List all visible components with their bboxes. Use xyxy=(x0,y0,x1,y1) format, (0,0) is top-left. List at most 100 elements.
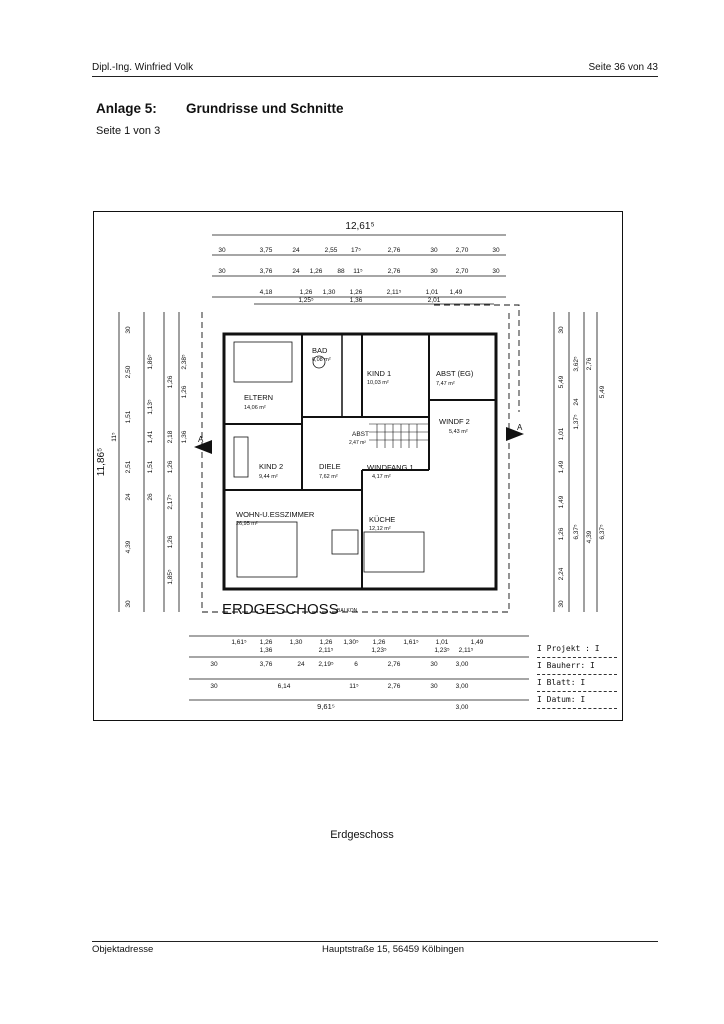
room-area: 10,03 m² xyxy=(367,380,389,386)
dim-label: 1,26 xyxy=(167,460,174,473)
annex-label: Anlage 5: xyxy=(96,101,157,116)
dim-label: 1,85⁵ xyxy=(167,569,174,585)
dim-label: 4,18 xyxy=(260,289,273,296)
floor-plan-svg: 12,61⁵ 11,86⁵ 9,61⁵ 30 3,75 24 2,55 17⁵ … xyxy=(96,221,606,711)
room-area: 26,95 m² xyxy=(236,521,258,527)
dim-label: 4,39 xyxy=(586,530,593,543)
dim-label: 1,26 xyxy=(373,639,386,646)
dim-label: 1,61⁵ xyxy=(231,639,247,646)
dim-label: 1,26 xyxy=(167,535,174,548)
dim-label: 2,76 xyxy=(388,661,401,668)
dim-label: 6,14 xyxy=(278,683,291,690)
page-number: Seite 36 von 43 xyxy=(588,62,659,73)
dim-label: 24 xyxy=(292,268,300,275)
titleblock-projekt: I Projekt : I xyxy=(537,641,617,658)
dim-label: 30 xyxy=(125,600,132,608)
section-marker-right: A xyxy=(517,423,523,432)
dim-label: 1,30 xyxy=(290,639,303,646)
dim-label: 1,01 xyxy=(426,289,439,296)
room-name: KÜCHE xyxy=(369,515,395,524)
room-name: BAD xyxy=(312,346,328,355)
dim-label: 1,41 xyxy=(147,430,154,443)
bottom-width-dim: 9,61⁵ xyxy=(317,702,335,711)
room-area: 5,43 m² xyxy=(449,429,468,435)
dim-label: 1,49 xyxy=(558,460,565,473)
section-title: Anlage 5: Grundrisse und Schnitte xyxy=(96,101,344,116)
dim-label: 1,49 xyxy=(558,495,565,508)
dim-label: 30 xyxy=(492,268,500,275)
dim-label: 2,11⁵ xyxy=(459,647,474,654)
dim-label: 3,00 xyxy=(456,704,469,711)
dim-label: 3,76 xyxy=(260,661,273,668)
dim-label: 30 xyxy=(558,600,565,608)
dim-label: 30 xyxy=(492,247,500,254)
dim-label: 6,37⁵ xyxy=(599,524,606,540)
overall-height-dim: 11,86⁵ xyxy=(96,448,107,476)
room-area: 6,08 m² xyxy=(312,357,331,363)
dim-label: 2,18 xyxy=(167,430,174,443)
room-name: ELTERN xyxy=(244,393,273,402)
page-header: Dipl.-Ing. Winfried Volk Seite 36 von 43 xyxy=(92,62,658,76)
dim-label: 2,38⁵ xyxy=(181,354,188,370)
dim-label: 30 xyxy=(430,268,438,275)
overall-width-dim: 12,61⁵ xyxy=(345,221,374,232)
dim-label: 30 xyxy=(430,683,438,690)
dim-label: 24 xyxy=(125,493,132,501)
dim-label: 2,76 xyxy=(388,247,401,254)
subpage-label: Seite 1 von 3 xyxy=(96,125,161,137)
dim-label: 1,51 xyxy=(125,410,132,423)
dim-label: 2,11⁵ xyxy=(387,289,402,296)
dim-label: 3,76 xyxy=(260,268,273,275)
dim-label: 30 xyxy=(218,247,226,254)
room-area: 7,62 m² xyxy=(319,474,338,480)
room-name: WOHN-U.ESSZIMMER xyxy=(236,510,315,519)
dim-label: 2,19⁵ xyxy=(318,661,334,668)
dim-label: 11⁵ xyxy=(353,268,363,275)
dim-label: 3,75 xyxy=(260,247,273,254)
dim-label: 1,51 xyxy=(147,460,154,473)
dim-label: 1,25⁵ xyxy=(298,297,314,304)
dim-label: 1,49 xyxy=(471,639,484,646)
dim-label: 3,62⁵ xyxy=(573,356,580,372)
dim-label: 1,30 xyxy=(323,289,336,296)
dim-label: 5,49 xyxy=(558,375,565,388)
titleblock-blatt: I Blatt: I xyxy=(537,675,617,692)
dim-label: 2,51 xyxy=(125,460,132,473)
section-marker-left: A xyxy=(198,435,204,444)
room-area: 7,47 m² xyxy=(436,381,455,387)
dim-label: 2,76 xyxy=(388,683,401,690)
dim-label: 2,01 xyxy=(428,297,441,304)
floor-plan-drawing: 12,61⁵ 11,86⁵ 9,61⁵ 30 3,75 24 2,55 17⁵ … xyxy=(93,211,623,721)
dim-label: 1,37⁵ xyxy=(573,414,580,430)
titleblock-bauherr: I Bauherr: I xyxy=(537,658,617,675)
room-name: WINDFANG 1 xyxy=(367,463,414,472)
dim-label: 1,36 xyxy=(260,647,273,654)
dim-label: 11⁵ xyxy=(111,432,118,442)
dim-label: 1,23⁵ xyxy=(371,647,387,654)
dim-label: 1,26 xyxy=(350,289,363,296)
dim-label: 24 xyxy=(297,661,305,668)
dim-label: 2,70 xyxy=(456,268,469,275)
dim-label: 1,26 xyxy=(260,639,273,646)
dim-label: 2,55 xyxy=(325,247,338,254)
dim-label: 2,17⁵ xyxy=(167,494,174,510)
room-name: DIELE xyxy=(319,462,341,471)
dim-label: 1,49 xyxy=(450,289,463,296)
dim-label: 2,76 xyxy=(388,268,401,275)
dim-label: 1,01 xyxy=(558,427,565,440)
dim-label: 1,26 xyxy=(181,385,188,398)
dim-label: 1,13⁵ xyxy=(147,399,154,415)
dim-label: 1,01 xyxy=(436,639,449,646)
footer-rule xyxy=(92,941,658,942)
dim-label: 2,70 xyxy=(456,247,469,254)
dim-label: 30 xyxy=(430,247,438,254)
footer-address: Hauptstraße 15, 56459 Kölbingen xyxy=(322,944,465,955)
dim-label: 3,00 xyxy=(456,661,469,668)
room-area: 12,12 m² xyxy=(369,526,391,532)
dim-label: 30 xyxy=(125,326,132,334)
dim-label: 2,50 xyxy=(125,365,132,378)
dim-label: 30 xyxy=(430,661,438,668)
titleblock-datum: I Datum: I xyxy=(537,692,617,709)
dim-label: 1,26 xyxy=(167,375,174,388)
title-block: I Projekt : I I Bauherr: I I Blatt: I I … xyxy=(537,641,617,721)
